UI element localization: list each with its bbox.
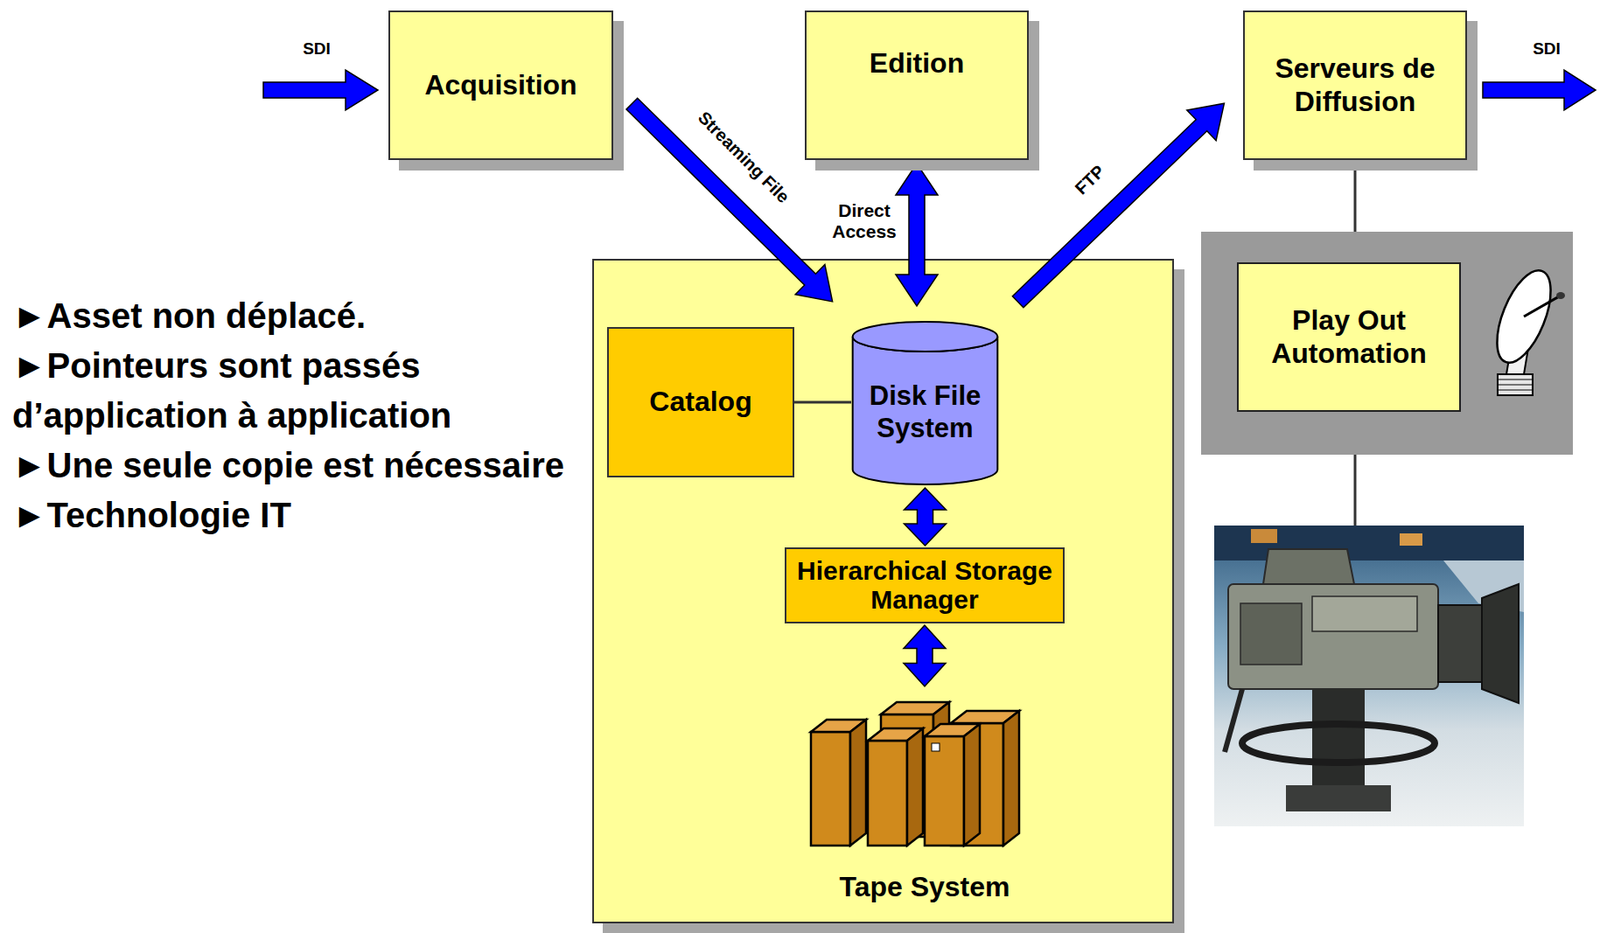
block-arrow <box>626 97 833 302</box>
signal-name: SDI <box>1532 39 1561 59</box>
dish-feed <box>1523 295 1561 317</box>
camera-pedestal <box>1312 689 1365 786</box>
tape-cabinet-front <box>924 736 965 846</box>
bullet-point: ►Technologie IT <box>12 490 573 541</box>
edge-label: Streaming File <box>693 107 794 208</box>
camera-steering-ring <box>1242 724 1435 763</box>
camera-hood <box>1481 584 1519 704</box>
cylinder-top <box>852 321 999 352</box>
connector-line <box>794 402 852 404</box>
studio-light <box>1399 533 1423 546</box>
camera-viewfinder <box>1263 549 1355 585</box>
dish-base <box>1497 374 1533 396</box>
tape-cabinet-front <box>810 732 851 846</box>
dish-base-line <box>1497 384 1533 386</box>
node-label: Acquisition <box>390 69 612 103</box>
edge-label: Direct Access <box>829 200 900 243</box>
process-box: Hierarchical Storage Manager <box>784 547 1065 624</box>
tape-cabinet-side <box>907 728 923 846</box>
tape-illustration <box>793 688 1056 855</box>
studio-light <box>1250 529 1278 544</box>
process-box: Play Out Automation <box>1236 262 1461 413</box>
block-arrow <box>904 488 947 546</box>
tape-cabinet-side <box>964 724 980 846</box>
bullet-point: ►Pointeurs sont passés d’application à a… <box>12 341 573 441</box>
tape-system: Tape System <box>793 688 1056 917</box>
bullet-point: ►Asset non déplacé. <box>12 291 573 342</box>
block-arrow <box>895 163 938 307</box>
node-label: Hierarchical Storage Manager <box>786 557 1063 615</box>
tape-cabinet-side <box>850 719 867 846</box>
container-region: Catalog Disk File SystemHierarchical Stor… <box>592 258 1174 924</box>
process-box: Acquisition <box>388 10 614 161</box>
block-arrow <box>1012 103 1224 308</box>
tape-cabinet-side <box>1003 711 1020 846</box>
connector-stroke <box>794 401 852 405</box>
sdi-arrow <box>263 69 378 111</box>
storage-cylinder: Disk File System <box>851 320 1000 487</box>
camera-body <box>1228 584 1439 690</box>
bullet-point: ►Une seule copie est nécessaire <box>12 440 573 491</box>
process-box: Serveurs de Diffusion <box>1243 10 1468 161</box>
camera-lens <box>1438 605 1482 683</box>
dish-feed-head <box>1556 292 1566 300</box>
camera-handle <box>1224 689 1243 753</box>
photo-ground <box>1214 525 1524 827</box>
node-label: Serveurs de Diffusion <box>1244 52 1466 119</box>
camera-base <box>1285 785 1391 812</box>
dish-base-line <box>1497 390 1533 392</box>
connector-stroke <box>1354 160 1357 232</box>
panel-region: Play Out Automation <box>1201 231 1573 455</box>
camera-panel <box>1312 596 1418 632</box>
signal-name: SDI <box>302 39 331 59</box>
tape-cabinet-front <box>867 740 908 846</box>
leader-line <box>1354 454 1357 526</box>
node-label: Edition <box>806 47 1028 81</box>
process-box: Edition <box>804 10 1029 161</box>
photo-ceiling <box>1214 525 1524 561</box>
process-box: Catalog <box>607 327 795 478</box>
node-label: Catalog <box>608 385 793 420</box>
camera-panel <box>1240 603 1302 665</box>
connector-line <box>1355 160 1356 232</box>
dish-base-line <box>1497 379 1533 381</box>
block-arrow <box>903 625 946 687</box>
node-label: Play Out Automation <box>1238 304 1460 371</box>
node-label: Disk File System <box>851 380 1000 445</box>
bullet-list: ►Asset non déplacé.►Pointeurs sont passé… <box>12 291 573 541</box>
sdi-arrow <box>1482 69 1596 111</box>
node-label: Tape System <box>793 871 1056 905</box>
tape-badge <box>931 743 940 752</box>
dish <box>1486 263 1562 371</box>
edge-label: FTP <box>1070 161 1109 200</box>
